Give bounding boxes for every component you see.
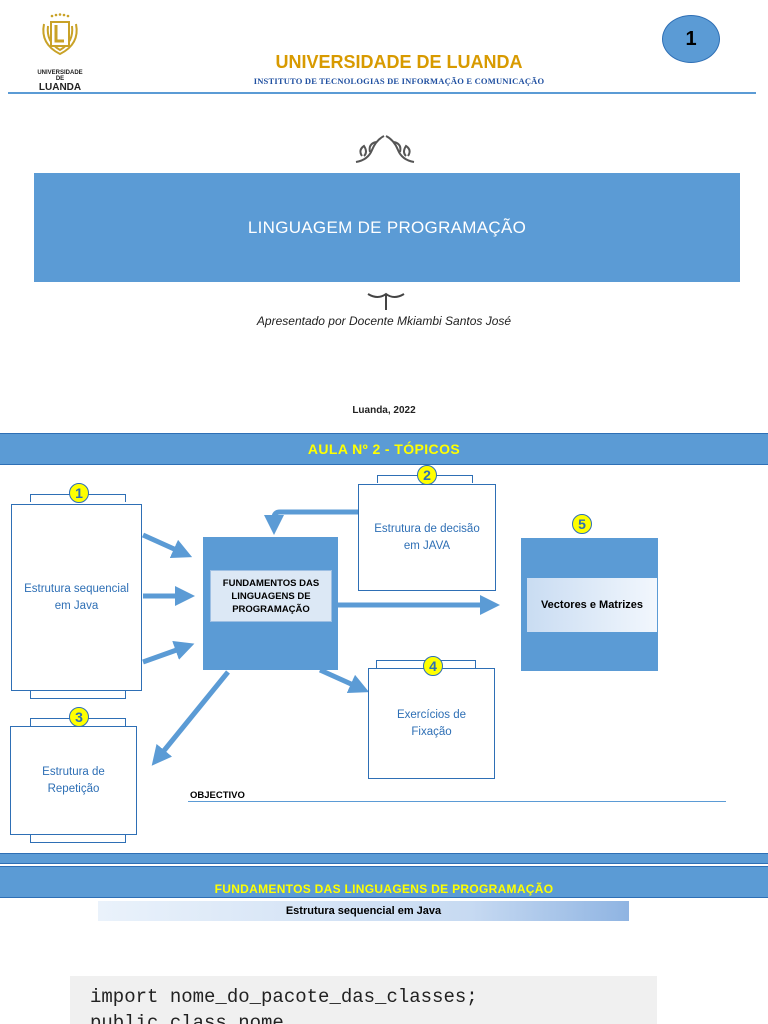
topic-card-1: Estrutura sequencial em Java [11, 504, 142, 691]
topic-flow-arrows [141, 509, 500, 766]
topic-card-3-label: Estrutura de Repetição [42, 765, 105, 795]
logo-text-bottom: LUANDA [38, 82, 82, 93]
topic-card-4: Exercícios de Fixação [368, 668, 495, 779]
topics-header-bar: AULA Nº 2 - TÓPICOS [0, 433, 768, 465]
code-line-1: import nome_do_pacote_das_classes; [90, 986, 478, 1008]
course-title: LINGUAGEM DE PROGRAMAÇÃO [247, 217, 527, 237]
header-divider [8, 92, 756, 94]
code-line-2: public class nome [90, 1012, 284, 1024]
logo-text-top: UNIVERSIDADE [37, 70, 83, 76]
institute-name: INSTITUTO DE TECNOLOGIAS DE INFORMAÇÃO E… [253, 76, 545, 86]
topic-card-3: Estrutura de Repetição [10, 726, 137, 835]
topics-heading: AULA Nº 2 - TÓPICOS [307, 441, 461, 457]
topic-card-2: Estrutura de decisão em JAVA [358, 484, 496, 591]
topic-card-3-bottom-tab [30, 835, 126, 843]
topic-card-4-label: Exercícios de Fixação [396, 708, 467, 738]
code-block: import nome_do_pacote_das_classes; publi… [70, 976, 657, 1024]
flourish-ornament-icon [355, 135, 415, 163]
university-logo: UNIVERSIDADE DE LUANDA [30, 10, 90, 93]
topic-card-1-bottom-tab [30, 691, 126, 699]
objective-divider [188, 801, 726, 802]
topic-card-1-label: Estrutura sequencial em Java [24, 582, 129, 612]
subsection-heading: Estrutura sequencial em Java [98, 901, 629, 921]
topic-number-4: 4 [423, 656, 443, 676]
crest-icon [42, 13, 78, 56]
presenter-line: Apresentado por Docente Mkiambi Santos J… [256, 314, 512, 328]
section-thin-bar [0, 853, 768, 864]
page-number-badge: 1 [662, 15, 720, 63]
topic-number-1: 1 [69, 483, 89, 503]
topic-card-2-label: Estrutura de decisão em JAVA [374, 522, 480, 552]
section-heading: FUNDAMENTOS DAS LINGUAGENS DE PROGRAMAÇÃ… [214, 882, 554, 896]
topic-number-3: 3 [69, 707, 89, 727]
objective-label: OBJECTIVO [190, 790, 245, 801]
topic-card-5-label: Vectores e Matrizes [527, 578, 657, 632]
place-date: Luanda, 2022 [352, 405, 416, 416]
divider-ornament-icon [367, 292, 405, 310]
logo-text-mid: DE [55, 76, 65, 82]
section-header-bar: FUNDAMENTOS DAS LINGUAGENS DE PROGRAMAÇÃ… [0, 866, 768, 898]
cover-title-band: LINGUAGEM DE PROGRAMAÇÃO [34, 173, 740, 282]
university-name: UNIVERSIDADE DE LUANDA [275, 52, 523, 72]
topic-number-5: 5 [572, 514, 592, 534]
topic-number-2: 2 [417, 465, 437, 485]
center-topic-label: FUNDAMENTOS DAS LINGUAGENS DE PROGRAMAÇÃ… [210, 570, 332, 622]
